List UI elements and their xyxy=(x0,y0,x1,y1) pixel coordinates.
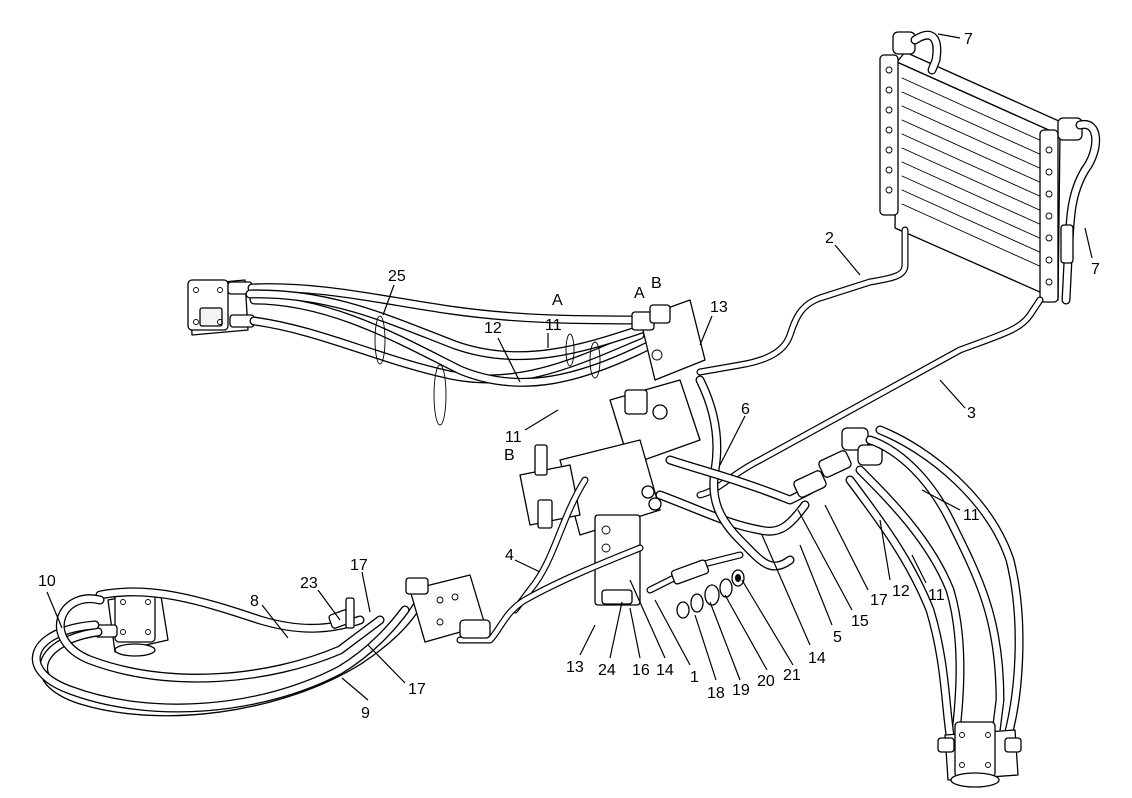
callout-6: 6 xyxy=(741,401,750,418)
callout-17: 17 xyxy=(350,557,368,574)
callout-20: 20 xyxy=(757,673,775,690)
right-hose-bundle xyxy=(845,425,1024,750)
callout-5: 5 xyxy=(833,629,842,646)
callout-1: 1 xyxy=(690,669,699,686)
callout-7: 7 xyxy=(1091,261,1100,278)
callout-24: 24 xyxy=(598,662,616,679)
lower-valve-block xyxy=(405,574,491,643)
callout-11: 11 xyxy=(963,507,980,524)
callout-labels: 7 7 2 3 25 A A B B 13 12 11 11 6 11 11 1… xyxy=(38,31,1100,722)
callout-2: 2 xyxy=(825,230,834,247)
callout-b: B xyxy=(504,447,515,464)
fitting-washers xyxy=(676,569,745,619)
callout-8: 8 xyxy=(250,593,259,610)
callout-18: 18 xyxy=(707,685,725,702)
upper-left-motor xyxy=(187,279,255,336)
oil-cooler xyxy=(879,30,1101,305)
callout-14: 14 xyxy=(808,650,826,667)
callout-15: 15 xyxy=(851,613,869,630)
callout-13: 13 xyxy=(566,659,584,676)
upper-hose-bundle xyxy=(245,283,655,426)
callout-10: 10 xyxy=(38,573,56,590)
callout-16: 16 xyxy=(632,662,650,679)
callout-3: 3 xyxy=(967,405,976,422)
callout-14: 14 xyxy=(656,662,674,679)
callout-9: 9 xyxy=(361,705,370,722)
callout-13: 13 xyxy=(710,299,728,316)
callout-25: 25 xyxy=(388,268,406,285)
control-valve-assembly xyxy=(519,299,706,606)
lower-left-motor xyxy=(94,589,169,657)
callout-a: A xyxy=(552,292,563,309)
callout-19: 19 xyxy=(732,682,750,699)
tube-lines-2-3 xyxy=(696,226,1044,499)
callout-23: 23 xyxy=(300,575,318,592)
lower-left-hoses xyxy=(31,587,425,717)
callout-17: 17 xyxy=(870,592,888,609)
callout-11: 11 xyxy=(505,429,522,446)
callout-b: B xyxy=(651,275,662,292)
callout-11: 11 xyxy=(928,587,945,604)
lower-right-motor xyxy=(937,721,1022,788)
callout-4: 4 xyxy=(505,547,514,564)
leader-lines xyxy=(46,33,1093,701)
center-hoses xyxy=(456,375,883,644)
callout-12: 12 xyxy=(484,320,502,337)
callout-12: 12 xyxy=(892,583,910,600)
callout-11: 11 xyxy=(545,317,562,334)
callout-21: 21 xyxy=(783,667,801,684)
callout-17: 17 xyxy=(408,681,426,698)
callout-a: A xyxy=(634,285,645,302)
callout-7: 7 xyxy=(964,31,973,48)
